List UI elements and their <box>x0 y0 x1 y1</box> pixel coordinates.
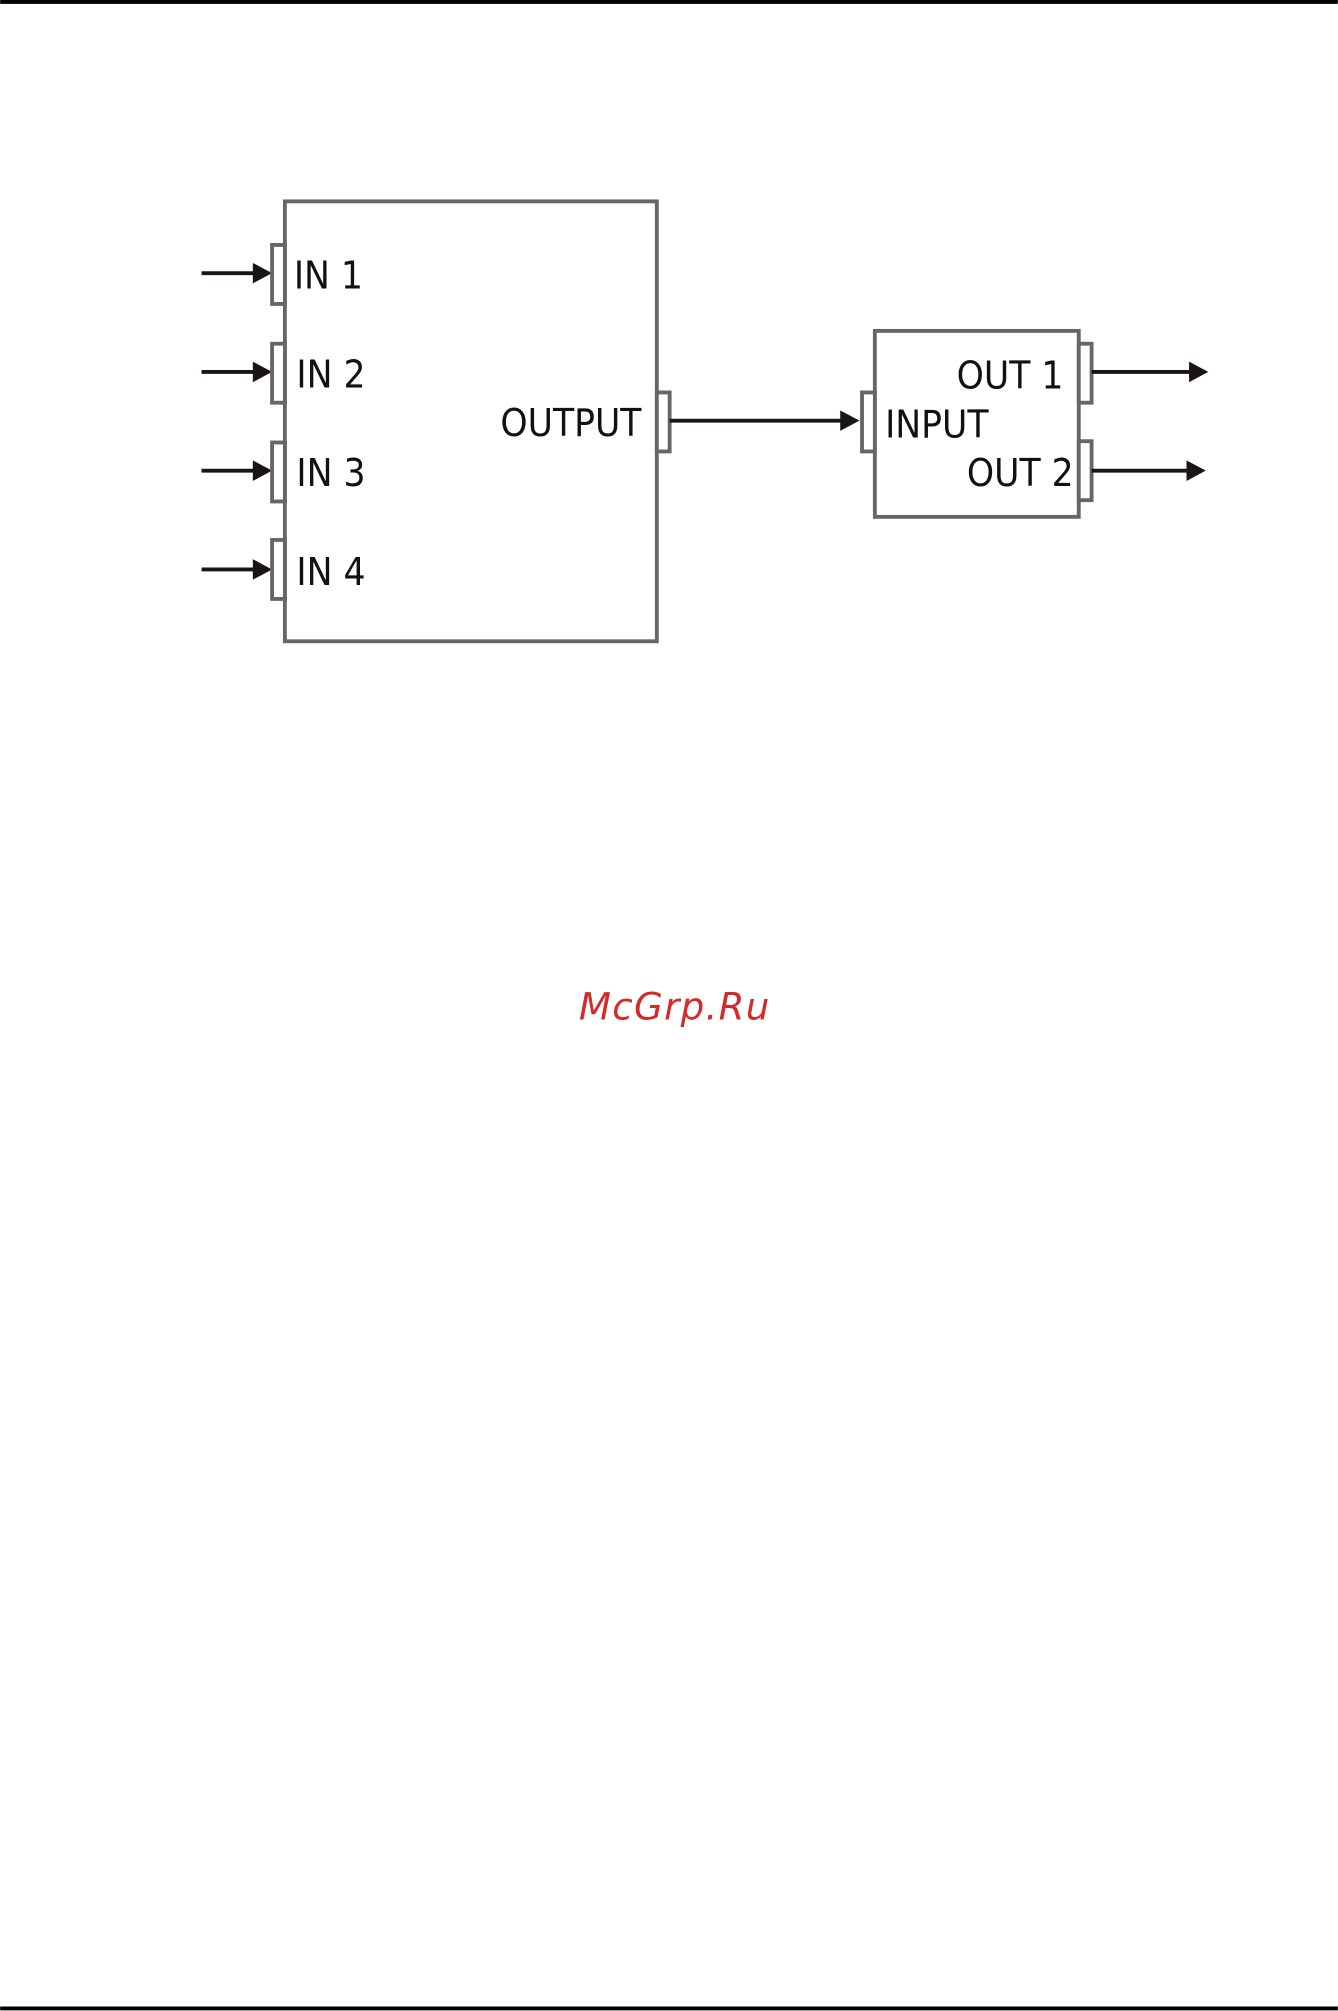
arrow-head-icon <box>1186 460 1206 481</box>
output-port <box>1076 341 1094 405</box>
input-port <box>270 440 287 504</box>
input-1: IN 1 <box>201 243 363 306</box>
input-label: IN 3 <box>296 451 365 496</box>
output-port <box>1076 439 1094 503</box>
splitter-input: INPUT <box>860 390 989 454</box>
arrow-head-icon <box>252 262 273 284</box>
input-label: INPUT <box>885 402 989 447</box>
arrow-head-icon <box>1189 361 1209 383</box>
input-port <box>860 390 877 454</box>
input-port <box>270 538 287 601</box>
main-block <box>282 199 659 644</box>
output-label: OUT 1 <box>957 354 1064 399</box>
splitter-output-1: OUT 1 <box>957 341 1209 405</box>
arrow-head-icon <box>252 460 273 481</box>
output-label: OUTPUT <box>500 401 642 446</box>
input-port <box>270 341 287 405</box>
input-4: IN 4 <box>201 538 366 601</box>
output-label: OUT 2 <box>967 451 1074 496</box>
arrow-head-icon <box>252 361 273 383</box>
input-label: IN 2 <box>296 352 365 397</box>
arrow-head-icon <box>840 410 860 431</box>
input-port <box>270 243 287 306</box>
watermark: McGrp.Ru <box>579 985 771 1029</box>
splitter-output-2: OUT 2 <box>967 439 1206 503</box>
main-output: OUTPUT <box>500 390 860 454</box>
input-2: IN 2 <box>201 341 366 405</box>
input-label: IN 4 <box>296 550 365 595</box>
arrow-head-icon <box>252 559 273 580</box>
input-3: IN 3 <box>201 440 366 504</box>
output-port <box>654 390 672 454</box>
input-label: IN 1 <box>294 254 363 299</box>
